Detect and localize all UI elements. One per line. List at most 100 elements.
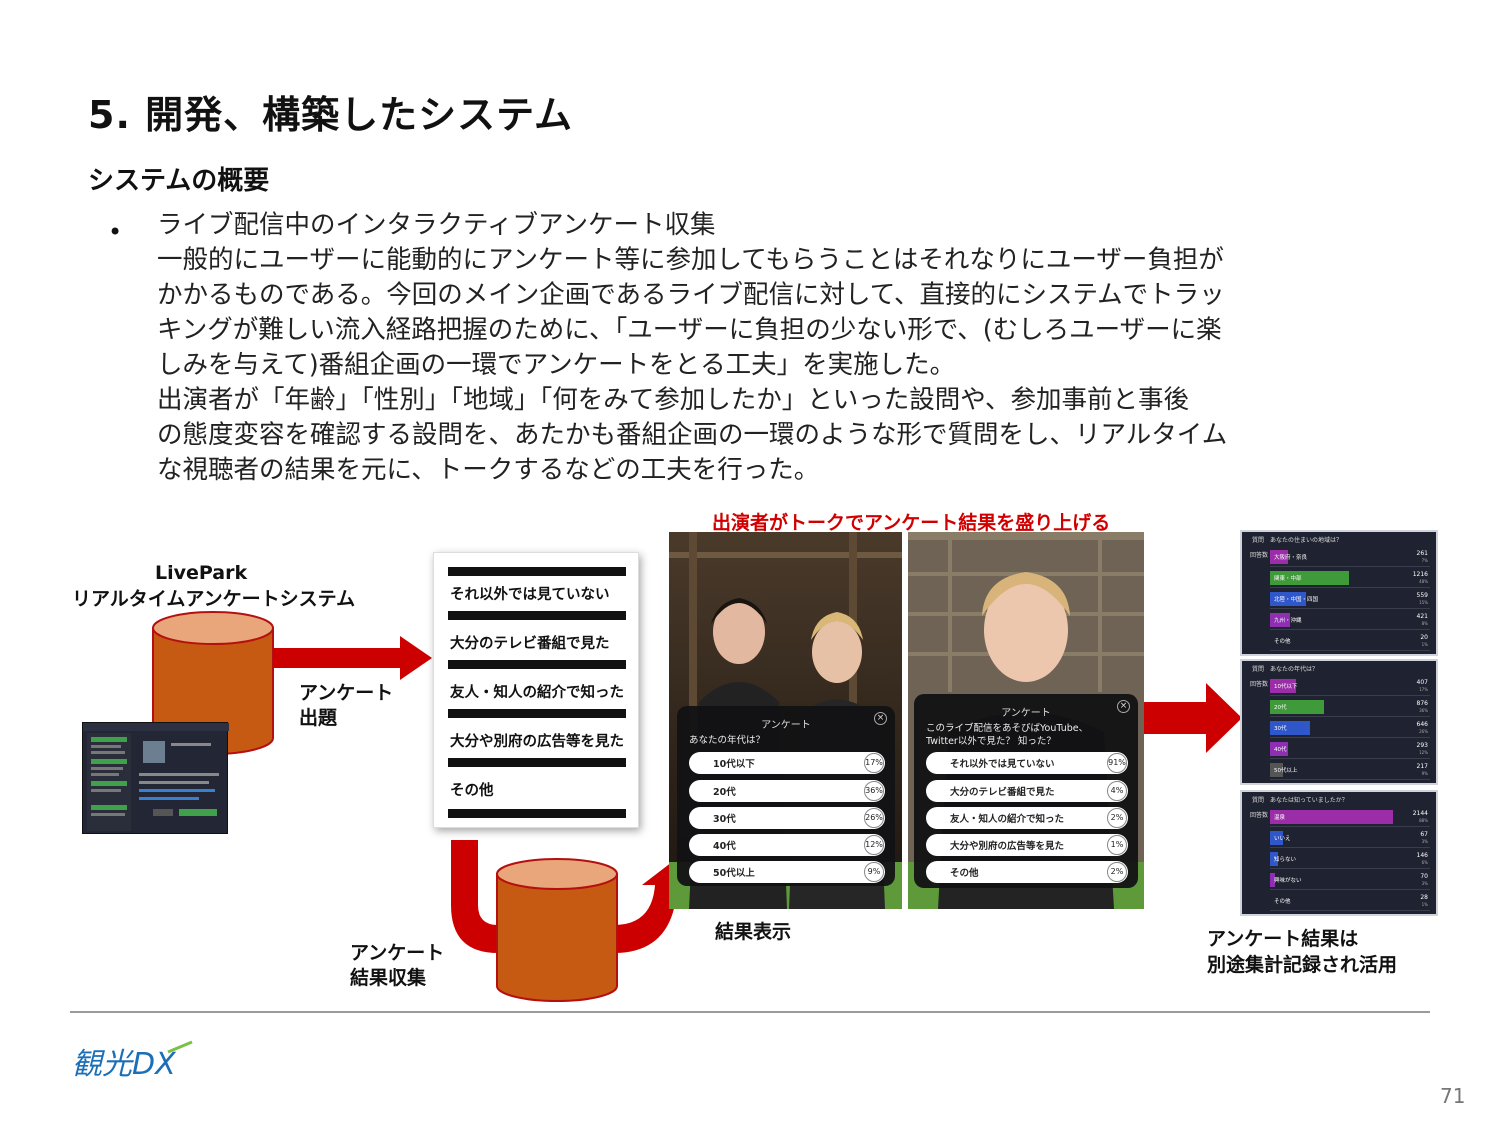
results-label-2: 別途集計記録され活用 (1207, 954, 1398, 976)
collect-label-1: アンケート (350, 942, 445, 964)
result-value: 646 (1416, 721, 1428, 728)
result-option: 大阪府・奈良 (1274, 555, 1308, 561)
poll-option-percent: 1% (1107, 835, 1127, 855)
system-label-desc: リアルタイムアンケートシステム (72, 588, 356, 610)
poll-option-label: 友人・知人の紹介で知った (950, 814, 1065, 825)
option-divider (448, 809, 626, 818)
result-percent: 48% (1419, 579, 1428, 584)
result-bar (1270, 831, 1283, 845)
poll-option-percent: 2% (1107, 808, 1127, 828)
display-label: 結果表示 (715, 921, 792, 943)
result-option: 30代 (1274, 726, 1287, 732)
footer-divider (70, 1011, 1430, 1013)
poll-option-percent: 2% (1107, 862, 1127, 882)
poll-option-label: 20代 (713, 787, 736, 798)
result-question: 質問 あなたは知っていましたか？ (1252, 797, 1348, 804)
poll-title: アンケート (761, 720, 811, 731)
app-screenshot (82, 722, 229, 834)
section-subtitle: システムの概要 (88, 166, 270, 196)
result-value: 217 (1416, 763, 1428, 770)
result-bar (1270, 810, 1393, 824)
result-option: いいえ (1274, 836, 1291, 842)
option-divider (448, 660, 626, 669)
result-value: 1216 (1412, 571, 1428, 578)
slide-title: 5. 開発、構築したシステム (88, 93, 573, 137)
survey-option: 大分のテレビ番組で見た (450, 636, 610, 652)
logo-text: 観光DX (72, 1047, 177, 1082)
body-text: ライブ配信中のインタラクティブアンケート収集 一般的にユーザーに能動的にアンケー… (157, 208, 1417, 488)
body-line: キングが難しい流入経路把握のために、「ユーザーに負担の少ない形で、(むしろユーザ… (157, 315, 1222, 345)
close-icon[interactable]: × (874, 712, 887, 725)
poll-option[interactable]: 友人・知人の紹介で知った 2% (926, 807, 1128, 829)
livestream-photo-solo: アンケート × このライブ配信をあそびばYouTube、Twitter以外で見た… (908, 532, 1144, 909)
result-bar (1270, 679, 1296, 693)
poll-option-percent: 9% (864, 862, 884, 882)
option-divider (448, 611, 626, 620)
result-value: 20 (1420, 634, 1428, 641)
result-bar (1270, 613, 1291, 627)
result-value: 559 (1416, 592, 1428, 599)
result-bar (1270, 852, 1278, 866)
bullet-marker: • (108, 218, 123, 246)
result-percent: 6% (1421, 860, 1428, 865)
result-value: 67 (1420, 831, 1428, 838)
survey-option: その他 (450, 783, 494, 799)
result-percent: 17% (1419, 687, 1428, 692)
close-icon[interactable]: × (1117, 700, 1130, 713)
poll-option-label: 10代以下 (713, 759, 755, 770)
result-option: 温泉 (1274, 815, 1286, 821)
poll-option-label: 50代以上 (713, 868, 755, 879)
system-label-name: LivePark (155, 562, 248, 584)
result-percent: 88% (1419, 818, 1428, 823)
result-value: 261 (1416, 550, 1428, 557)
result-option: 関東・中部 (1274, 576, 1302, 582)
poll-option-label: その他 (950, 868, 979, 879)
body-line: 出演者が「年齢」「性別」「地域」「何をみて参加したか」といった設問や、参加事前と… (157, 385, 1189, 415)
result-value: 28 (1420, 894, 1428, 901)
result-option: 50代以上 (1274, 768, 1298, 774)
poll-option[interactable]: その他 2% (926, 861, 1128, 883)
result-value: 421 (1416, 613, 1428, 620)
result-bar (1270, 873, 1276, 887)
result-percent: 9% (1421, 771, 1428, 776)
issue-label-2: 出題 (299, 707, 338, 729)
poll-option-label: 大分のテレビ番組で見た (950, 787, 1055, 798)
result-value: 293 (1416, 742, 1428, 749)
result-percent: 1% (1421, 902, 1428, 907)
page-number: 71 (1440, 1084, 1466, 1108)
result-option: 40代 (1274, 747, 1287, 753)
result-bar (1270, 592, 1306, 606)
poll-option[interactable]: 50代以上 9% (689, 861, 885, 883)
result-percent: 15% (1419, 600, 1428, 605)
results-label-1: アンケート結果は (1207, 928, 1359, 950)
collect-label-2: 結果収集 (350, 967, 427, 989)
survey-option: 大分や別府の広告等を見た (450, 734, 624, 750)
body-line: ライブ配信中のインタラクティブアンケート収集 (157, 210, 716, 240)
